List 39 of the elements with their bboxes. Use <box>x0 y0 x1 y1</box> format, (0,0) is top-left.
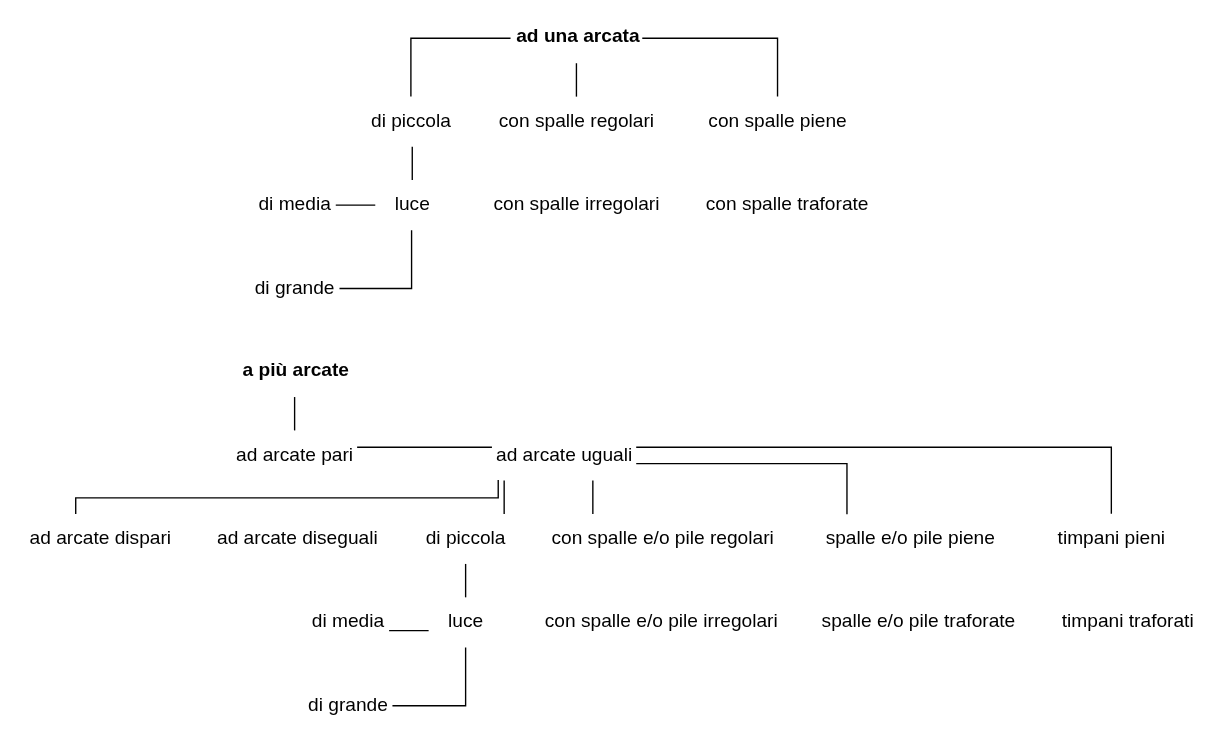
node-text: con spalle piene <box>708 109 847 131</box>
node-text: con spalle traforate <box>705 193 869 215</box>
connector <box>575 62 578 98</box>
node-text: spalle e/o pile piene <box>825 526 995 548</box>
connector <box>635 462 848 515</box>
node-text: con spalle e/o pile irregolari <box>544 610 778 632</box>
node-text: di media <box>311 610 385 632</box>
node-text: ad una arcata <box>516 24 640 46</box>
connector <box>410 37 512 98</box>
connector <box>641 37 779 98</box>
node-text: luce <box>394 193 430 215</box>
node-text: ad arcate pari <box>236 443 354 465</box>
node-text: ad arcate diseguali <box>217 526 378 548</box>
connector <box>411 146 413 181</box>
node-text: con spalle regolari <box>498 109 655 131</box>
node-text: di grande <box>254 276 335 298</box>
connector <box>335 204 376 206</box>
node-text: a più arcate <box>242 358 350 380</box>
connector <box>464 563 467 598</box>
node-text: spalle e/o pile traforate <box>821 610 1016 632</box>
node-text: di media <box>258 193 331 215</box>
node-text: timpani traforati <box>1061 610 1194 632</box>
connector <box>592 479 594 515</box>
node-text: timpani pieni <box>1057 526 1166 548</box>
node-text: di piccola <box>371 109 451 131</box>
node-text: di grande <box>308 693 388 715</box>
connector <box>388 629 430 632</box>
connector <box>293 396 296 432</box>
node-text: di piccola <box>425 526 506 548</box>
connector <box>635 446 1113 515</box>
node-text: con spalle irregolari <box>493 193 660 215</box>
node-text: ad arcate uguali <box>496 443 633 465</box>
connector <box>338 229 413 290</box>
connector <box>356 446 493 448</box>
connector <box>503 479 505 515</box>
node-text: ad arcate dispari <box>29 526 172 548</box>
connector <box>391 646 467 707</box>
node-text: luce <box>448 610 484 632</box>
node-text: con spalle e/o pile regolari <box>551 526 774 548</box>
